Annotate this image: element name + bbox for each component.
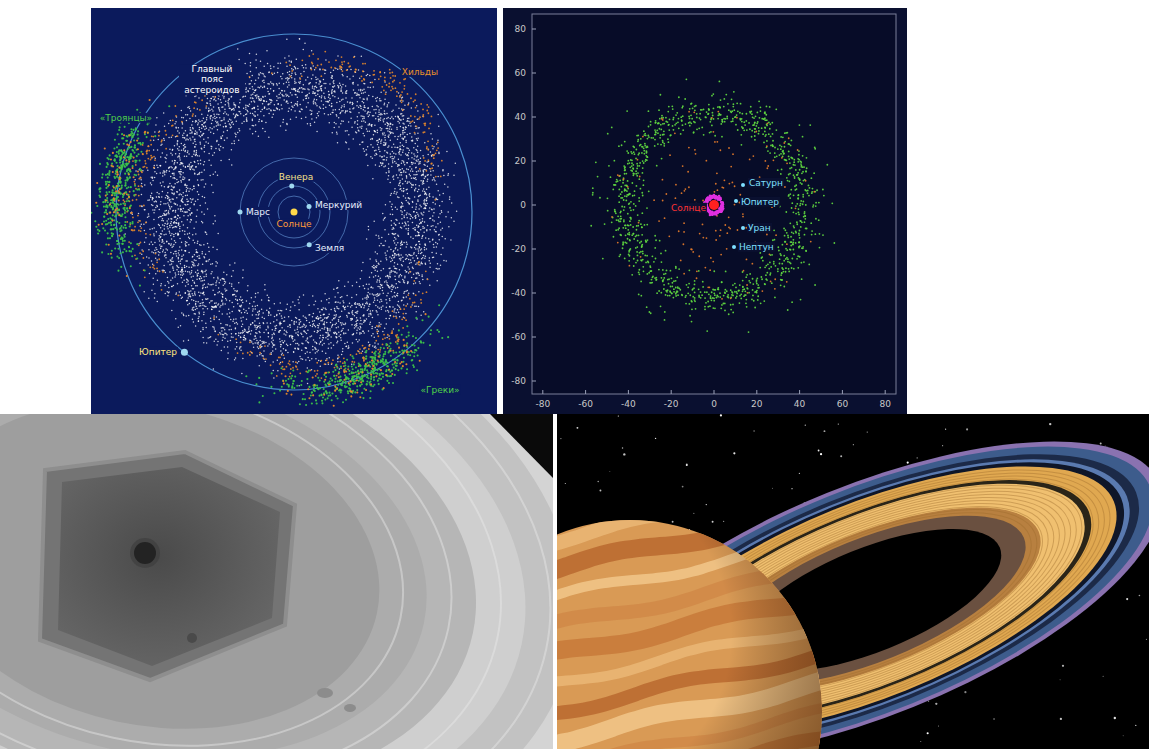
figure-sheet: Главный пояс астероидовХильды«Троянцы»Ве… [0, 0, 1149, 749]
